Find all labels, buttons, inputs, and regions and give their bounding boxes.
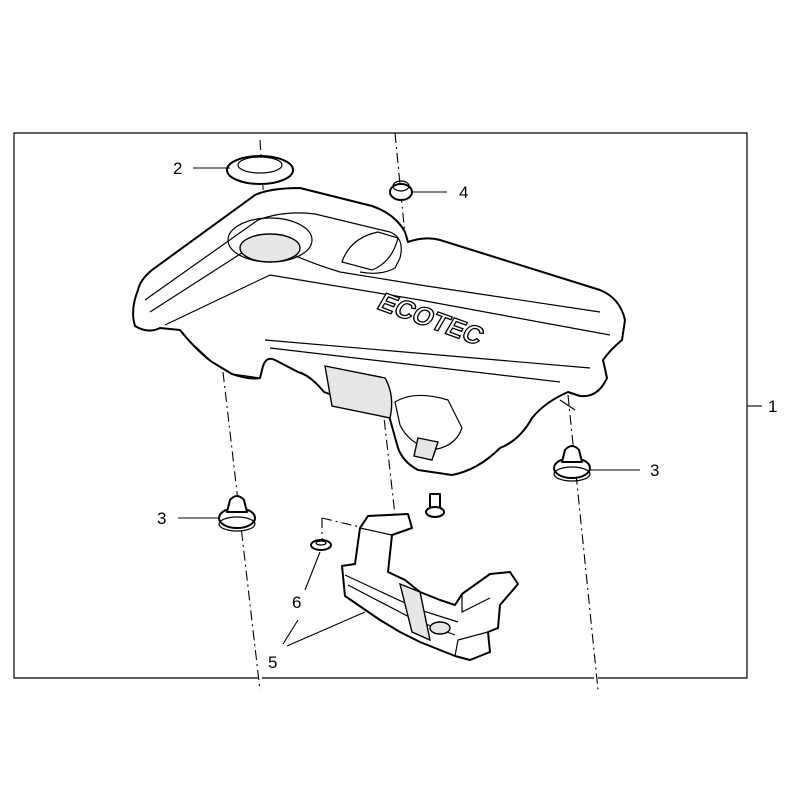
callout-3-right: 3	[650, 461, 659, 480]
rubber-mount-left	[218, 495, 256, 532]
stud-pin	[425, 493, 445, 518]
callout-2: 2	[173, 159, 182, 178]
leader-5b	[282, 619, 299, 645]
callout-5: 5	[268, 653, 277, 672]
grommet-top	[389, 180, 413, 201]
leader-5a	[286, 611, 366, 647]
callout-4: 4	[459, 183, 468, 202]
assembly-frame	[13, 132, 395, 679]
clip-small	[310, 539, 332, 551]
leader-6	[304, 551, 321, 591]
axis-line-5	[321, 517, 361, 528]
axis-line-3-right	[567, 394, 599, 691]
callout-3-left: 3	[157, 509, 166, 528]
callout-1: 1	[768, 397, 777, 416]
callout-6: 6	[292, 593, 301, 612]
rubber-mount-right	[553, 445, 591, 482]
mounting-bracket	[341, 513, 519, 661]
grommet-ring	[226, 155, 294, 185]
engine-cover	[132, 187, 626, 476]
